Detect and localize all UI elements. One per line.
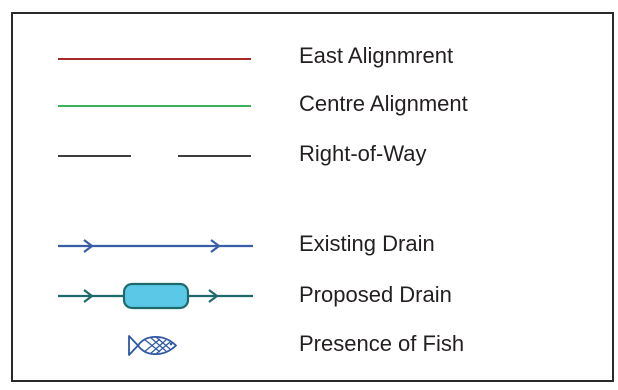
proposed-drain-arrow-icon	[208, 289, 219, 303]
proposed-drain-arrow-icon	[83, 289, 94, 303]
legend-label-right-of-way: Right-of-Way	[299, 141, 427, 166]
legend-box	[11, 12, 614, 382]
existing-drain-arrow-icon	[83, 239, 94, 253]
existing-drain-line	[58, 239, 253, 253]
culvert-icon	[122, 282, 190, 310]
proposed-drain-line	[58, 282, 253, 310]
legend-label-centre-alignment: Centre Alignment	[299, 91, 468, 116]
legend-label-presence-of-fish: Presence of Fish	[299, 331, 465, 356]
legend-label-existing-drain: Existing Drain	[299, 231, 435, 256]
legend-label-proposed-drain: Proposed Drain	[299, 282, 452, 307]
legend-label-east-alignment: East Alignmrent	[299, 43, 454, 68]
fish-icon	[128, 335, 177, 356]
existing-drain-arrow-icon	[210, 239, 221, 253]
